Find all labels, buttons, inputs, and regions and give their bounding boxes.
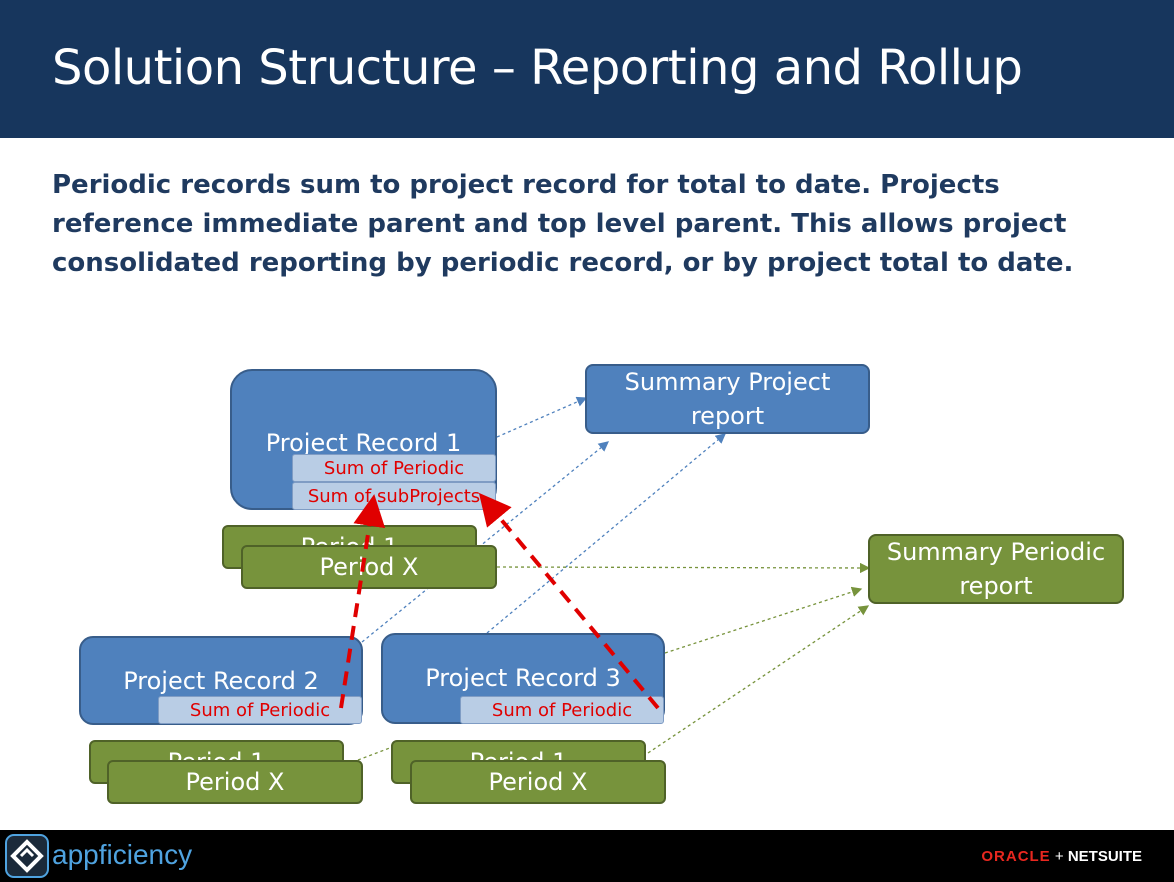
- summary-periodic-report: Summary Periodic report: [868, 534, 1124, 604]
- project-record-2-label: Project Record 2: [123, 667, 319, 695]
- project2-sum-periodic-tag: Sum of Periodic: [158, 696, 362, 724]
- project-record-3-label: Project Record 3: [425, 664, 621, 692]
- project1-period-x: Period X: [241, 545, 497, 589]
- footer-bar: appficiency ORACLE + NETSUITE: [0, 830, 1174, 882]
- summary-project-report: Summary Project report: [585, 364, 870, 434]
- project3-sum-periodic-tag: Sum of Periodic: [460, 696, 664, 724]
- project3-period-x: Period X: [410, 760, 666, 804]
- appficiency-logo-icon: [5, 834, 49, 878]
- project-record-1-label: Project Record 1: [265, 429, 462, 457]
- slide-title: Solution Structure – Reporting and Rollu…: [52, 40, 1023, 96]
- summary-periodic-label: Summary Periodic report: [886, 538, 1106, 600]
- link-project1-summary: [496, 396, 588, 438]
- appficiency-logo-text: appficiency: [52, 839, 193, 870]
- link-period3-summary: [647, 605, 870, 754]
- project2-period-x: Period X: [107, 760, 363, 804]
- link-project3-summary: [486, 433, 726, 634]
- project1-sum-periodic-tag: Sum of Periodic: [292, 454, 496, 482]
- link-period1-summary: [496, 562, 871, 574]
- title-bar: Solution Structure – Reporting and Rollu…: [0, 0, 1174, 138]
- body-text: Periodic records sum to project record f…: [52, 170, 1074, 278]
- summary-project-label: Summary Project report: [624, 368, 831, 430]
- link-period2-summary: [357, 745, 396, 761]
- link-project3-periodic: [664, 586, 863, 654]
- project1-sum-subprojects-tag: Sum of subProjects: [292, 482, 496, 510]
- oracle-netsuite-logo: ORACLE + NETSUITE: [981, 848, 1142, 865]
